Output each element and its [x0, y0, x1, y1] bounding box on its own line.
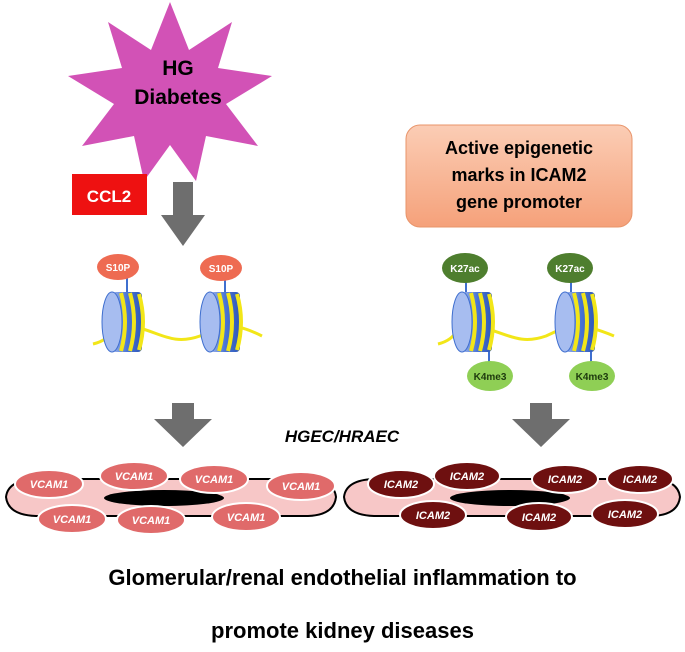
k4me3-mark-1: [467, 361, 513, 391]
hg-diabetes-star: [68, 2, 272, 181]
vcam1-molecule: [211, 502, 281, 532]
vcam1-molecule: [99, 461, 169, 491]
vcam1-label: VCAM1: [132, 515, 171, 527]
vcam1-molecules: VCAM1 VCAM1 VCAM1 VCAM1 VCAM1 VCAM1 VCAM…: [14, 461, 336, 535]
k27ac-label-2: K27ac: [555, 264, 585, 275]
nucleosome-left-1: [100, 290, 145, 354]
k4me3-mark-2: [569, 361, 615, 391]
icam2-label: ICAM2: [548, 474, 582, 486]
endothelial-cell-left: VCAM1 VCAM1 VCAM1 VCAM1 VCAM1 VCAM1 VCAM…: [4, 461, 338, 535]
vcam1-label: VCAM1: [227, 512, 266, 524]
cell-type-label: HGEC/HRAEC: [285, 427, 400, 446]
vcam1-molecule: [179, 464, 249, 494]
icam2-label: ICAM2: [450, 471, 484, 483]
vcam1-molecule: [116, 505, 186, 535]
chromatin-left: S10P S10P: [92, 254, 263, 354]
nucleosome-right-1: [450, 290, 495, 354]
icam2-label: ICAM2: [416, 510, 450, 522]
icam2-label: ICAM2: [384, 479, 418, 491]
cell-nucleus-left: [104, 490, 224, 506]
vcam1-label: VCAM1: [30, 479, 69, 491]
arrow-down-top-left: [161, 182, 205, 246]
vcam1-label: VCAM1: [53, 514, 92, 526]
k4me3-label-2: K4me3: [576, 372, 609, 383]
vcam1-molecule: [37, 504, 107, 534]
icam2-molecule: [433, 461, 501, 491]
ccl2-label: CCL2: [87, 187, 131, 206]
k27ac-label-1: K27ac: [450, 264, 480, 275]
icam2-molecules: ICAM2 ICAM2 ICAM2 ICAM2 ICAM2 ICAM2 ICAM…: [367, 461, 674, 532]
nucleosome-right-2: [553, 290, 598, 354]
icam2-molecule: [367, 469, 435, 499]
vcam1-molecule: [266, 471, 336, 501]
icam2-molecule: [531, 464, 599, 494]
chromatin-right: K27ac K27ac K4me3 K4me3: [437, 253, 615, 391]
icam2-label: ICAM2: [522, 512, 556, 524]
ccl2-box: [72, 174, 147, 215]
icam2-molecule: [399, 500, 467, 530]
epigenetic-box: [405, 124, 633, 228]
icam2-molecule: [606, 464, 674, 494]
epigenetic-line3: gene promoter: [456, 192, 582, 212]
s10p-label-1: S10P: [106, 263, 131, 274]
epigenetic-line1: Active epigenetic: [445, 138, 593, 158]
stimulus-line1: HG: [162, 57, 194, 80]
caption-line2: promote kidney diseases: [211, 618, 474, 643]
nucleosome-left-2: [198, 290, 243, 354]
k27ac-mark-2: [547, 253, 593, 283]
icam2-molecule: [591, 499, 659, 529]
s10p-mark-2: [200, 255, 242, 281]
caption-line1: Glomerular/renal endothelial inflammatio…: [108, 565, 577, 590]
k4me3-label-1: K4me3: [474, 372, 507, 383]
s10p-mark-1: [97, 254, 139, 280]
vcam1-label: VCAM1: [195, 474, 234, 486]
vcam1-label: VCAM1: [115, 471, 154, 483]
arrow-down-left: [154, 403, 212, 447]
s10p-label-2: S10P: [209, 264, 234, 275]
vcam1-label: VCAM1: [282, 481, 321, 493]
endothelial-cell-right: ICAM2 ICAM2 ICAM2 ICAM2 ICAM2 ICAM2 ICAM…: [342, 461, 682, 532]
stimulus-line2: Diabetes: [134, 86, 222, 109]
k27ac-mark-1: [442, 253, 488, 283]
icam2-label: ICAM2: [608, 509, 642, 521]
icam2-molecule: [505, 502, 573, 532]
vcam1-molecule: [14, 469, 84, 499]
epigenetic-line2: marks in ICAM2: [451, 165, 586, 185]
cell-nucleus-right: [450, 490, 570, 506]
arrow-down-right: [512, 403, 570, 447]
icam2-label: ICAM2: [623, 474, 657, 486]
